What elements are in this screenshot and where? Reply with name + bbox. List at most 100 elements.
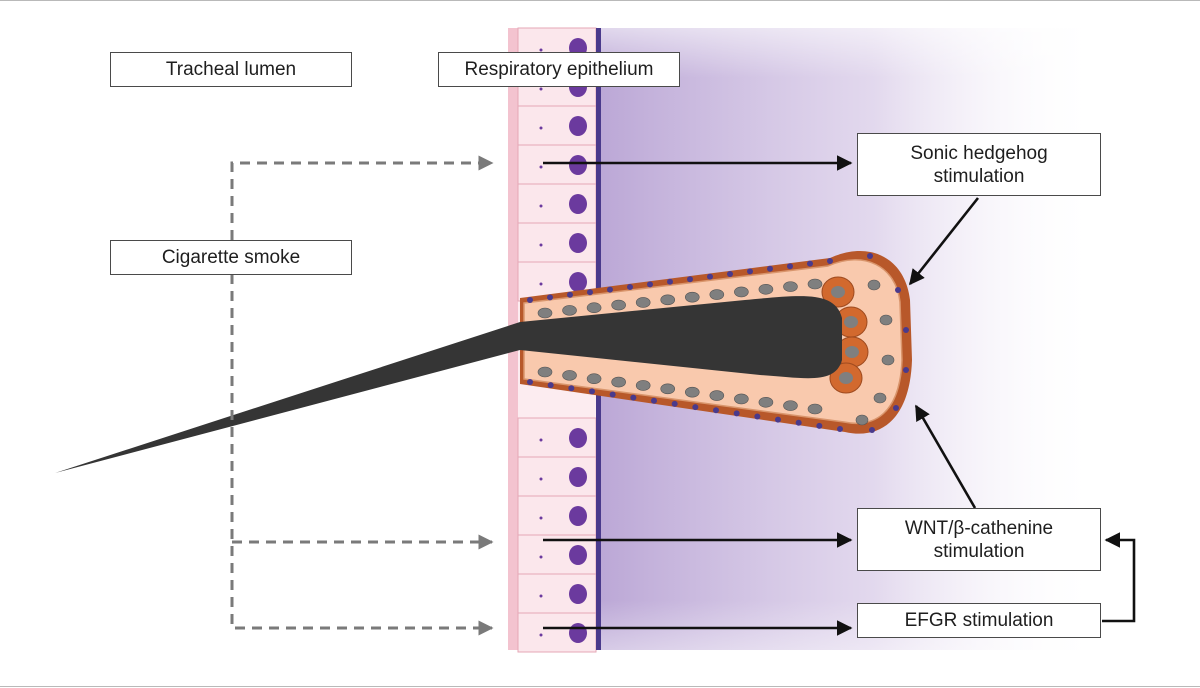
outer-layer-nucleus (547, 382, 554, 389)
invading-cells (537, 278, 895, 426)
cigarette-smoke-text: Cigarette smoke (161, 247, 301, 268)
tumor-core (55, 296, 842, 473)
invading-cell-nucleus (660, 294, 676, 306)
arrow-wnt-to-lesion (914, 404, 977, 509)
cluster-cell-nucleus (831, 286, 845, 298)
invading-cell-nucleus (734, 286, 749, 298)
cluster-cell-nucleus (845, 346, 859, 358)
invading-cell-nucleus (734, 393, 749, 405)
epithelial-granule (539, 126, 543, 130)
outer-layer-nucleus (568, 385, 575, 392)
outer-layer-nucleus (787, 263, 793, 270)
epithelial-granule (539, 438, 543, 442)
epithelial-nucleus (569, 155, 587, 175)
outer-layer-nucleus (692, 404, 699, 411)
epithelial-nucleus (569, 584, 587, 604)
invading-cell-nucleus (709, 289, 725, 300)
invading-cell-nucleus (635, 297, 651, 308)
epithelial-granule (539, 243, 543, 247)
sonic-hedgehog-text: Sonic hedgehog stimulation (910, 142, 1048, 187)
invading-cell-nucleus (635, 380, 651, 391)
smoke-arrow-to-bottom (230, 274, 494, 636)
stimulation-arrows (543, 155, 1136, 636)
invading-cell-nucleus (684, 291, 700, 303)
outer-layer-nucleus (895, 287, 901, 293)
outer-layer-nucleus (837, 426, 843, 432)
epithelial-nucleus (569, 545, 587, 565)
top-border-line (0, 0, 1200, 1)
epithelial-granule (539, 633, 543, 637)
outer-layer-nucleus (671, 400, 678, 407)
cigarette-smoke-pathway (230, 155, 494, 636)
outer-layer-nucleus (607, 286, 613, 293)
epithelial-granule (539, 282, 543, 286)
outer-layer-nucleus (903, 367, 909, 373)
epithelial-nucleus (569, 233, 587, 253)
outer-layer-nucleus (713, 407, 719, 414)
epithelial-nucleus (569, 194, 587, 214)
outer-layer-nucleus (827, 258, 833, 264)
outer-layer-nucleus (727, 271, 733, 277)
outer-layer-nucleus (609, 391, 616, 398)
invading-cell-nucleus (586, 373, 602, 385)
outer-layer-nucleus (903, 327, 909, 333)
epithelial-granule (539, 87, 543, 91)
invading-cell-nucleus (879, 314, 893, 326)
smoke-arrow-to-top (230, 155, 494, 240)
proliferating-cell-cluster (821, 276, 869, 394)
epithelial-nucleus (569, 623, 587, 643)
outer-layer-nucleus (869, 427, 875, 433)
epithelial-granule (539, 555, 543, 559)
outer-layer-nucleus (567, 291, 573, 298)
outer-layer-nucleus (647, 281, 653, 288)
epithelial-granule (539, 165, 543, 169)
invading-cell-nucleus (611, 299, 626, 311)
epithelial-granule (539, 594, 543, 598)
outer-layer-nucleus (754, 413, 761, 420)
epithelial-nucleus (569, 272, 587, 292)
invading-cell-nucleus (537, 307, 553, 319)
respiratory-epithelium-label: Respiratory epithelium (438, 52, 680, 87)
invading-cell-nucleus (660, 383, 676, 395)
invading-cell-nucleus (684, 386, 700, 398)
outer-layer-nucleus (667, 278, 673, 285)
outer-layer-nucleus (547, 294, 553, 301)
tracheal-lumen-text: Tracheal lumen (165, 59, 297, 80)
invading-cell-nucleus (807, 403, 823, 415)
outer-layer-nucleus (733, 410, 740, 417)
outer-layer-nucleus (893, 405, 899, 411)
invasive-lesion (55, 251, 912, 473)
invading-cell-nucleus (709, 390, 725, 401)
sonic-hedgehog-label: Sonic hedgehog stimulation (857, 133, 1101, 196)
outer-layer-nucleus (687, 276, 693, 283)
invading-cell-nucleus (562, 305, 577, 316)
epithelial-granule (539, 477, 543, 481)
outer-layer-nucleus (589, 388, 595, 395)
epithelial-granule (539, 516, 543, 520)
outer-layer-nucleus (527, 379, 533, 385)
epithelial-nucleus (569, 506, 587, 526)
outer-layer-nucleus (587, 289, 593, 296)
invading-cell-nucleus (855, 414, 869, 426)
invading-cell-nucleus (783, 400, 798, 411)
invading-cell-nucleus (758, 396, 774, 408)
outer-layer-nucleus (807, 260, 813, 267)
invading-cell-nucleus (783, 281, 798, 292)
arrow-sonic-to-lesion (908, 197, 980, 286)
arrow-egfr-to-wnt (1102, 532, 1136, 623)
invading-cell-nucleus (562, 370, 577, 381)
cigarette-smoke-label: Cigarette smoke (110, 240, 352, 275)
wnt-label: WNT/β-cathenine stimulation (857, 508, 1101, 571)
cluster-cell-nucleus (839, 372, 853, 384)
outer-layer-nucleus (651, 397, 657, 404)
invading-cell-nucleus (537, 366, 553, 378)
respiratory-epithelium-text: Respiratory epithelium (464, 59, 654, 80)
wnt-text: WNT/β-cathenine stimulation (904, 517, 1054, 562)
outer-layer-nucleus (527, 297, 533, 303)
outer-layer-nucleus (767, 265, 773, 272)
epithelial-nucleus (569, 116, 587, 136)
tracheal-lumen-label: Tracheal lumen (110, 52, 352, 87)
epithelial-granule (539, 48, 543, 52)
